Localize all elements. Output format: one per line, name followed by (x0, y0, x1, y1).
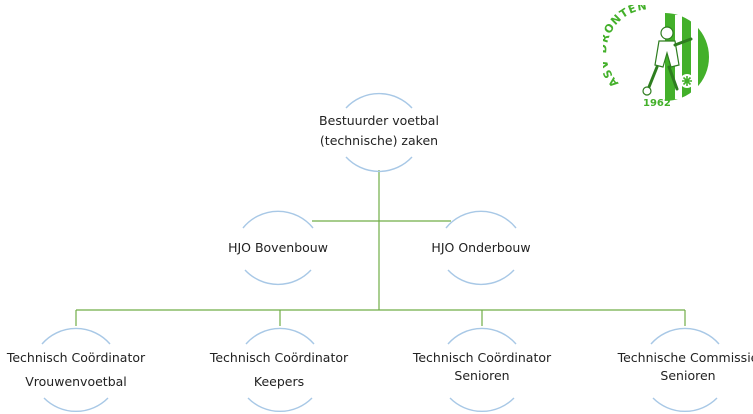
node-arc-hjo-onderbouw-lower (447, 269, 515, 286)
node-arc-hjo-onderbouw-upper (445, 210, 517, 229)
node-hjo-onderbouw-line1: HJO Onderbouw (431, 240, 531, 255)
node-tc-vrouwen-label: Technisch Coördinator Vrouwenvoetbal (0, 346, 176, 394)
node-tc-senioren-line2: Senioren (454, 368, 510, 383)
logo-player-figure (642, 26, 693, 96)
node-arc-commissie-lower (652, 397, 718, 412)
node-tc-keepers-line2: Keepers (253, 374, 305, 389)
node-hjo-bovenbouw-line1: HJO Bovenbouw (228, 240, 328, 255)
logo-year: 1962 (643, 98, 671, 109)
logo-star-emblem (680, 74, 694, 88)
logo-stripe-1 (675, 15, 682, 99)
node-top-label: Bestuurder voetbal (technische) zaken (279, 111, 479, 151)
node-arc-vrouwen-lower (43, 397, 109, 412)
node-arc-top-lower (345, 156, 413, 173)
node-tc-keepers-label: Technisch Coördinator Keepers (179, 346, 379, 394)
node-tc-vrouwen-line2: Vrouwenvoetbal (25, 374, 127, 389)
node-arc-vrouwen-upper (41, 327, 111, 345)
node-tc-senioren-label: Technisch Coördinator Senioren (382, 349, 582, 385)
logo-stripe-2 (691, 21, 698, 93)
node-commissie-label: Technische Commissie Senioren (588, 349, 753, 385)
connector-lines (75, 170, 686, 326)
node-arc-hjo-bovenbouw-lower (244, 269, 312, 286)
node-arc-senioren-lower (449, 397, 515, 412)
node-tc-vrouwen-line1: Technisch Coördinator (6, 350, 146, 365)
node-arc-keepers-upper (245, 327, 315, 345)
node-hjo-bovenbouw-label: HJO Bovenbouw (178, 238, 378, 258)
node-commissie-line1: Technische Commissie (617, 350, 753, 365)
node-commissie-line2: Senioren (660, 368, 716, 383)
node-arc-senioren-upper (447, 327, 517, 345)
node-arc-hjo-bovenbouw-upper (242, 210, 314, 229)
node-tc-senioren-line1: Technisch Coördinator (412, 350, 552, 365)
node-hjo-onderbouw-label: HJO Onderbouw (381, 238, 581, 258)
node-arcs (41, 92, 720, 412)
node-arc-commissie-upper (650, 327, 720, 345)
node-arc-keepers-lower (247, 397, 313, 412)
node-tc-keepers-line1: Technisch Coördinator (209, 350, 349, 365)
node-top-line2: (technische) zaken (319, 133, 439, 148)
club-logo: ASV DRONTEN 1962 (603, 5, 709, 109)
node-arc-top-upper (345, 92, 413, 109)
node-top-line1: Bestuurder voetbal (319, 113, 439, 128)
